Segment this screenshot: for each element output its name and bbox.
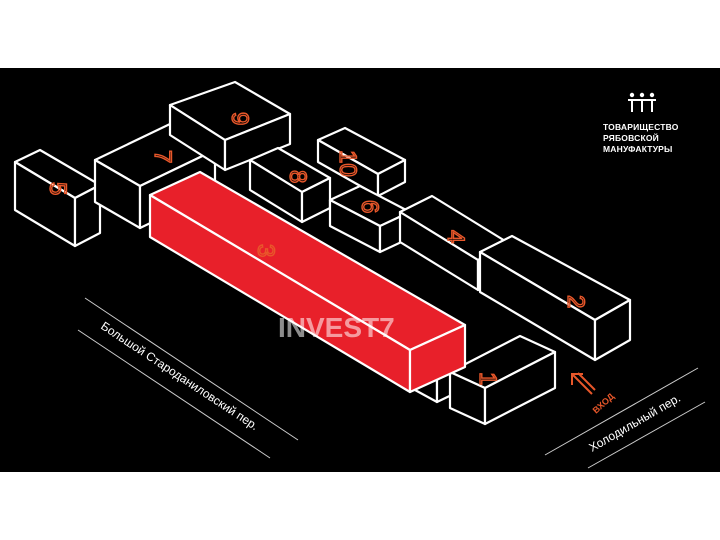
building-9[interactable]: 9 bbox=[168, 80, 292, 172]
logo-text: ТОВАРИЩЕСТВО РЯБОВСКОЙ МАНУФАКТУРЫ bbox=[603, 122, 679, 155]
watermark: INVEST7 bbox=[278, 312, 395, 343]
entrance-arrow-icon bbox=[571, 372, 596, 395]
building-5[interactable]: 5 bbox=[13, 148, 102, 248]
logo-line: ТОВАРИЩЕСТВО bbox=[603, 122, 679, 132]
building-number: 6 bbox=[356, 200, 383, 213]
entrance-label: ВХОД bbox=[591, 391, 617, 416]
logo-line: МАНУФАКТУРЫ bbox=[603, 144, 673, 154]
building-number: 7 bbox=[149, 150, 176, 163]
logo-line: РЯБОВСКОЙ bbox=[603, 133, 659, 143]
side-right bbox=[483, 350, 557, 426]
building-number: 9 bbox=[226, 112, 253, 125]
side-right bbox=[73, 183, 102, 248]
building-number: 1 bbox=[474, 372, 501, 385]
building-2[interactable]: 2 bbox=[478, 234, 632, 362]
side-right bbox=[593, 298, 632, 362]
building-6[interactable]: 6 bbox=[328, 184, 412, 254]
side-right bbox=[223, 112, 292, 172]
building-number: 10 bbox=[334, 150, 361, 177]
building-number: 5 bbox=[44, 182, 71, 195]
building-number: 2 bbox=[562, 295, 589, 308]
left-street: Большой Староданиловский пер. bbox=[77, 297, 299, 459]
side-right bbox=[376, 158, 407, 198]
building-8[interactable]: 8 bbox=[248, 146, 332, 224]
building-number: 4 bbox=[442, 230, 469, 243]
building-number: 3 bbox=[252, 244, 279, 257]
logo-icon bbox=[628, 92, 656, 112]
site-plan: 5 7 9 8 10 6 4 2 1 3 Большой Староданиловский пер… bbox=[0, 68, 720, 472]
building-1[interactable]: 1 bbox=[448, 334, 557, 426]
side-right bbox=[408, 323, 467, 394]
building-number: 8 bbox=[284, 170, 311, 183]
building-3[interactable]: 3 bbox=[148, 170, 467, 394]
site-plan-svg: 5 7 9 8 10 6 4 2 1 3 Большой Староданиловский пер… bbox=[13, 80, 706, 469]
left-street-label: Большой Староданиловский пер. bbox=[98, 319, 261, 433]
right-street: Холодильный пер. bbox=[544, 367, 706, 469]
building-10[interactable]: 10 bbox=[316, 126, 407, 198]
